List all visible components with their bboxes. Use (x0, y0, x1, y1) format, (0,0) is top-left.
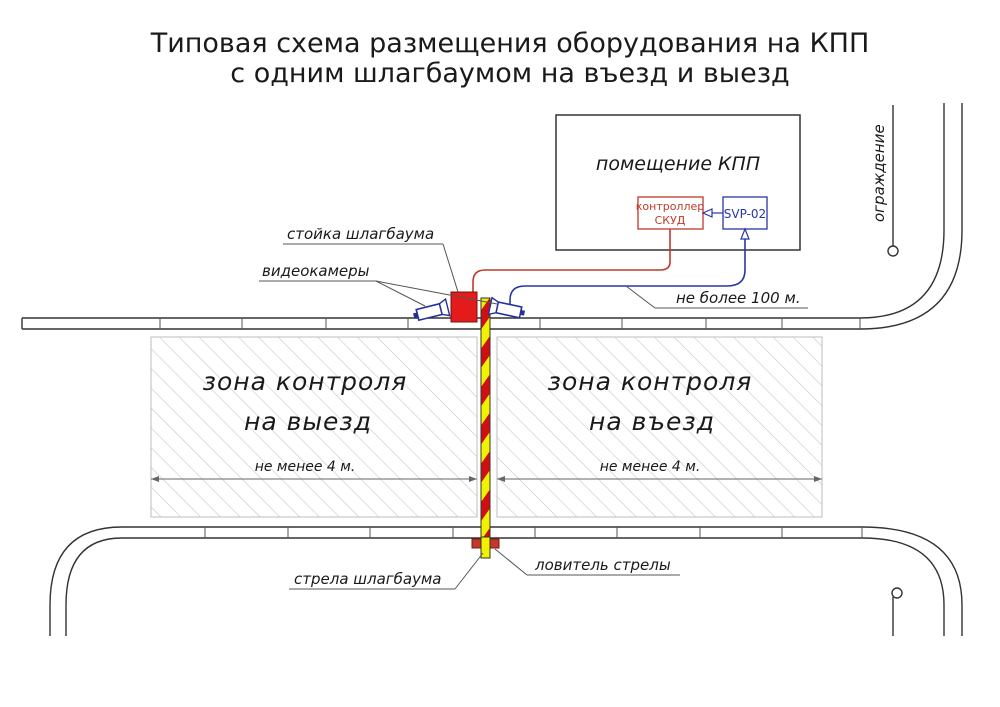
cable-length-callout: не более 100 м. (625, 285, 808, 309)
controller-label-2: СКУД (655, 214, 686, 227)
barrier-post (450, 291, 478, 323)
barrier-post-callout: стойка шлагбаума (283, 225, 459, 293)
device-link-arrow (701, 208, 723, 218)
boom-label: стрела шлагбаума (294, 570, 442, 588)
camera-right (487, 296, 526, 319)
cameras-label: видеокамеры (262, 262, 370, 280)
cable-length-label: не более 100 м. (676, 289, 801, 307)
entry-zone-subtitle: на въезд (589, 407, 715, 436)
video-cable-arrow (740, 227, 750, 240)
title-line-2: с одним шлагбаумом на въезд и выезд (230, 58, 789, 89)
road-upper-curb (21, 103, 963, 330)
entry-zone-dimension: не менее 4 м. (600, 459, 701, 475)
boom-callout: стрела шлагбаума (289, 552, 484, 590)
guard-room: помещение КПП (555, 114, 801, 251)
exit-zone-dimension: не менее 4 м. (255, 459, 356, 475)
road-lower-curb (49, 526, 963, 636)
svp-device: SVP-02 (722, 196, 768, 230)
camera-left (413, 297, 451, 322)
controller-cable (472, 229, 671, 297)
exit-zone-title: зона контроля (203, 367, 408, 396)
entry-zone-title: зона контроля (548, 367, 753, 396)
exit-zone-subtitle: на выезд (244, 407, 372, 436)
device-label: SVP-02 (724, 207, 766, 221)
title-line-1: Типовая схема размещения оборудования на… (150, 28, 870, 59)
fence: ограждение (870, 105, 903, 636)
entry-control-zone: зона контроля на въезд не менее 4 м. (496, 336, 823, 518)
room-label: помещение КПП (596, 153, 760, 175)
exit-dimension-line (151, 476, 477, 482)
boom-catcher-label: ловитель стрелы (534, 556, 671, 574)
exit-control-zone: зона контроля на выезд не менее 4 м. (150, 336, 478, 518)
barrier-post-label: стойка шлагбаума (287, 225, 434, 243)
fence-label: ограждение (870, 124, 888, 222)
access-controller: контроллер СКУД (636, 196, 705, 230)
cameras-callout: видеокамеры (259, 262, 498, 307)
barrier-boom (480, 297, 491, 559)
controller-label-1: контроллер (636, 200, 705, 213)
boom-catcher (471, 536, 500, 559)
boom-catcher-callout: ловитель стрелы (494, 548, 680, 576)
entry-dimension-line (497, 476, 822, 482)
